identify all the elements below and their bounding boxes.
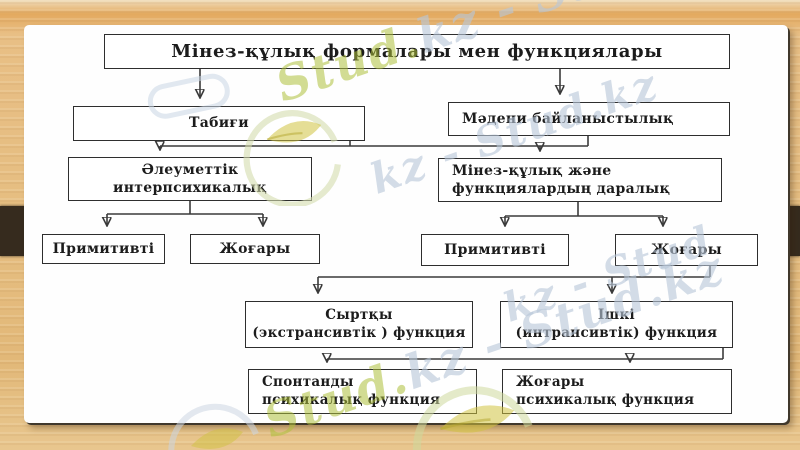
node-primitivti-right: Примитивті xyxy=(421,234,569,266)
node-zhogary-psihikalyq: Жоғары психикалық функция xyxy=(502,369,732,414)
node-ishki-intransivtik: Ішкі (интрансивтік) функция xyxy=(500,301,733,348)
node-tabighi: Табиғи xyxy=(73,106,365,141)
node-aleumettik-interpsihikalyq: Әлеуметтік интерпсихикалық xyxy=(68,157,312,201)
node-title: Мінез-құлық формалары мен функциялары xyxy=(104,34,730,69)
node-primitivti-left: Примитивті xyxy=(42,234,165,264)
slide-canvas: Мінез-құлық формалары мен функциялары Та… xyxy=(24,25,788,423)
node-minez-qulyq-funktsiyalar: Мінез-құлық және функциялардың даралық xyxy=(438,158,722,202)
node-madeni-bailanystylyq: Мәдени байланыстылық xyxy=(448,102,730,136)
node-spontandy-psihikalyq: Спонтанды психикалық функция xyxy=(248,369,477,414)
connector-arrows xyxy=(24,69,724,423)
node-zhogary-left: Жоғары xyxy=(190,234,320,264)
node-zhogary-right: Жоғары xyxy=(615,234,758,266)
node-syrtqy-ekstransivtik: Сыртқы (экстрансивтік ) функция xyxy=(245,301,473,348)
